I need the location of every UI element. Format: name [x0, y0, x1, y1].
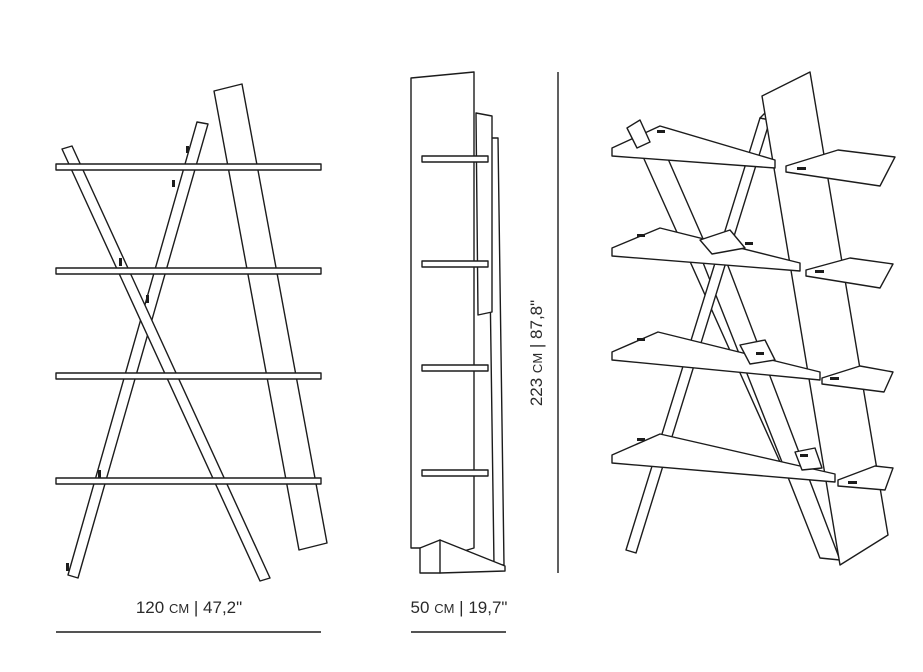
height-value: 223 [527, 378, 546, 406]
width-unit: CM [169, 601, 189, 616]
width-value: 120 [136, 598, 164, 617]
depth-imperial: 19,7" [468, 598, 507, 617]
side-back-panel-1 [475, 112, 493, 316]
persp-tall-board [761, 71, 889, 566]
side-main-board [410, 71, 475, 559]
persp-shelf-2 [611, 227, 894, 289]
width-label: 120 CM | 47,2" [136, 598, 242, 617]
height-imperial: 87,8" [527, 300, 546, 339]
side-shelf-4 [421, 469, 489, 477]
height-label: 223 CM | 87,8" [527, 300, 546, 406]
width-separator: | [194, 598, 198, 617]
front-leg-diagonal-right [67, 121, 209, 579]
front-view [55, 83, 328, 582]
front-hardware-marks [66, 146, 189, 571]
front-shelf-2 [55, 267, 322, 275]
depth-label: 50 CM | 19,7" [411, 598, 508, 617]
front-shelf-4 [55, 477, 322, 485]
side-shelf-1 [421, 155, 489, 163]
front-shelf-3 [55, 372, 322, 380]
front-tall-board [213, 83, 328, 551]
persp-shelf-1 [611, 119, 896, 187]
side-view [410, 71, 506, 574]
height-unit: CM [530, 353, 545, 373]
width-imperial: 47,2" [203, 598, 242, 617]
perspective-view [611, 71, 896, 566]
front-leg-diagonal-left [61, 145, 271, 582]
depth-unit: CM [434, 601, 454, 616]
front-shelf-1 [55, 163, 322, 171]
height-separator: | [527, 344, 546, 348]
depth-value: 50 [411, 598, 430, 617]
side-shelf-2 [421, 260, 489, 268]
persp-hardware-marks [637, 130, 857, 484]
depth-separator: | [459, 598, 463, 617]
side-shelf-3 [421, 364, 489, 372]
